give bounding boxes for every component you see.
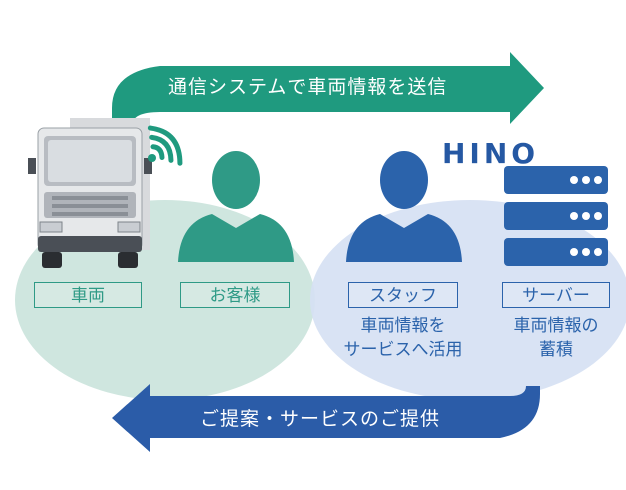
top-arrow [112,52,544,126]
server-description-line-2: 蓄積 [539,340,573,360]
truck-icon [28,118,152,268]
label-staff: スタッフ [348,282,458,308]
wifi-signal-icon [147,125,183,166]
customer-person-icon [178,151,294,262]
label-server: サーバー [502,282,610,308]
staff-person-icon [346,151,462,262]
staff-description: 車両情報を サービスへ活用 [330,314,476,362]
server-description-line-1: 車両情報の [513,316,599,336]
top-arrow-label: 通信システムで車両情報を送信 [168,76,448,98]
staff-description-line-2: サービスへ活用 [343,340,463,360]
label-customer: お客様 [180,282,290,308]
label-vehicle: 車両 [34,282,142,308]
bottom-arrow [112,384,540,452]
bottom-arrow-label: ご提案・サービスのご提供 [200,408,441,430]
hino-logo: HINO [442,137,540,170]
server-description: 車両情報の 蓄積 [488,314,624,362]
server-icon [504,166,608,266]
staff-description-line-1: 車両情報を [360,316,446,336]
